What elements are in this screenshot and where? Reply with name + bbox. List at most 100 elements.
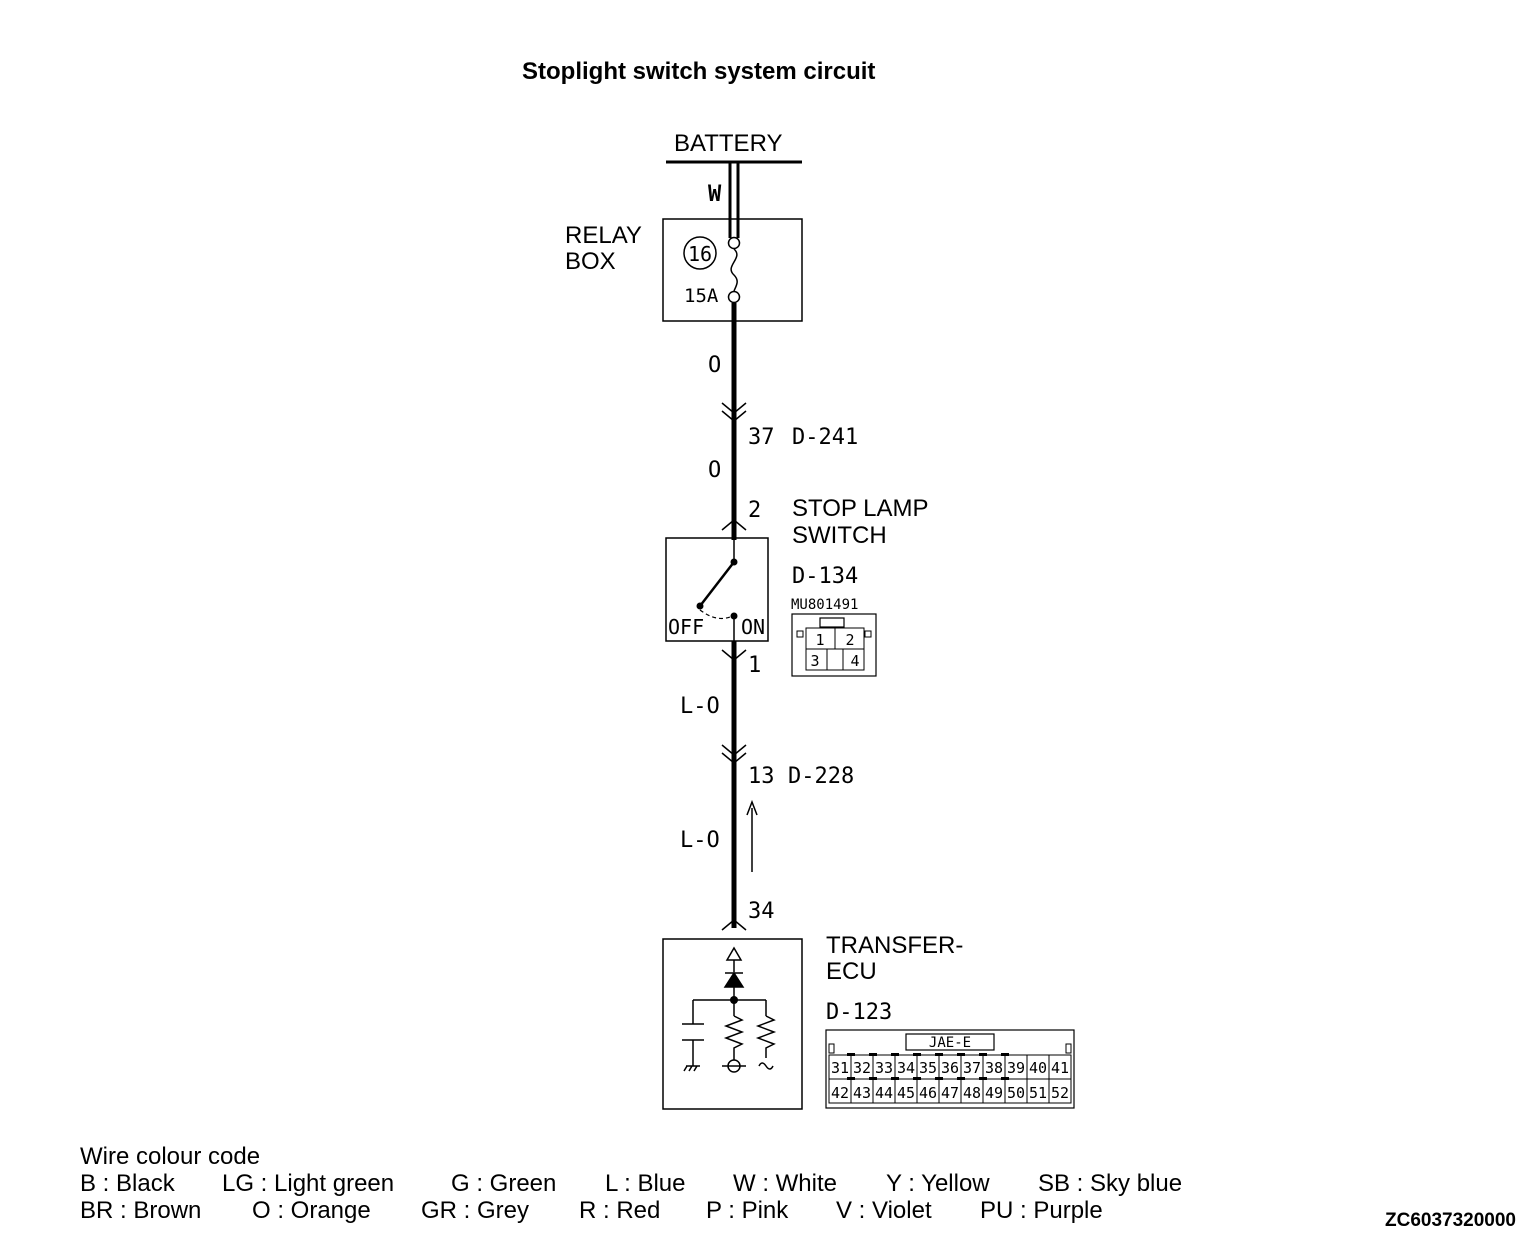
legend-entry: Y : Yellow	[886, 1170, 990, 1197]
legend-entry: GR : Grey	[421, 1197, 529, 1224]
transfer-ecu-box	[662, 938, 803, 1110]
ecu-pin-key	[957, 1053, 965, 1056]
legend-entry: G : Green	[451, 1170, 556, 1197]
connector-d241-pin: 37	[748, 425, 775, 450]
switch-part-number: MU801491	[791, 597, 858, 613]
switch-pin-2: 2	[845, 631, 854, 649]
legend-entry: O : Orange	[252, 1197, 371, 1224]
switch-label-2: SWITCH	[792, 522, 887, 549]
legend-entry: R : Red	[579, 1197, 660, 1224]
ecu-pin-key	[935, 1077, 943, 1080]
ecu-pin-label: 52	[1051, 1084, 1069, 1102]
ecu-pin-label: 31	[831, 1059, 849, 1077]
switch-connector-face	[791, 613, 877, 677]
ecu-pin: 34	[748, 899, 775, 924]
switch-pin-3: 3	[810, 652, 819, 670]
ecu-pin-label: 34	[897, 1059, 915, 1077]
relay-box-label-2: BOX	[565, 248, 616, 275]
ecu-pin-label: 39	[1007, 1059, 1025, 1077]
ecu-pin-key	[869, 1077, 877, 1080]
ecu-pin-label: 50	[1007, 1084, 1025, 1102]
ecu-pin-keys	[847, 1053, 1009, 1080]
legend-entry: P : Pink	[706, 1197, 789, 1224]
legend-row1: B : Black LG : Light green G : Green L : Bl…	[80, 1170, 1182, 1197]
ecu-pin-label: 49	[985, 1084, 1003, 1102]
ecu-pin-label: 33	[875, 1059, 893, 1077]
ecu-pin-key	[935, 1053, 943, 1056]
ecu-pin-label: 32	[853, 1059, 871, 1077]
ecu-pin-key	[847, 1077, 855, 1080]
switch-connector-name: D-134	[792, 564, 858, 589]
ecu-pin-key	[847, 1053, 855, 1056]
legend-entry: BR : Brown	[80, 1197, 201, 1224]
battery-label: BATTERY	[674, 130, 782, 157]
legend-entry: V : Violet	[836, 1197, 932, 1224]
signal-direction-arrowhead	[746, 799, 758, 816]
ecu-pin-label: 35	[919, 1059, 937, 1077]
connector-d241-name: D-241	[792, 425, 858, 450]
ecu-pin-key	[979, 1053, 987, 1056]
ecu-pin-label: 37	[963, 1059, 981, 1077]
wire-color-o-1: O	[708, 353, 721, 378]
ecu-label-2: ECU	[826, 958, 877, 985]
ecu-pin-key	[913, 1053, 921, 1056]
ecu-connector-name: D-123	[826, 1000, 892, 1025]
switch-blade	[699, 561, 735, 607]
ecu-pin-label: 46	[919, 1084, 937, 1102]
switch-pin-out: 1	[748, 653, 761, 678]
figure-code: ZC6037320000	[1385, 1210, 1516, 1231]
switch-off-contact	[696, 602, 704, 610]
ecu-pin-label: 36	[941, 1059, 959, 1077]
ecu-pin-label: 48	[963, 1084, 981, 1102]
switch-pin-4: 4	[850, 652, 859, 670]
switch-pin-in-mark	[721, 519, 747, 531]
fuse-number: 16	[688, 242, 712, 266]
legend-entry: W : White	[733, 1170, 837, 1197]
ecu-junction-dot	[730, 996, 738, 1004]
fuse-terminal-top	[727, 236, 741, 250]
legend-heading: Wire colour code	[80, 1143, 260, 1170]
switch-off-label: OFF	[668, 615, 704, 639]
ecu-pin-label: 42	[831, 1084, 849, 1102]
legend-entry: B : Black	[80, 1170, 176, 1197]
ecu-pin-label: 40	[1029, 1059, 1047, 1077]
fuse-element	[730, 248, 738, 292]
ecu-pin-label: 41	[1051, 1059, 1069, 1077]
switch-travel-arc	[699, 609, 731, 620]
connector-d228-pin: 13	[748, 764, 775, 789]
switch-on-label: ON	[741, 615, 765, 639]
legend-row2: BR : Brown O : Orange GR : Grey R : Red P : …	[80, 1197, 1103, 1224]
ecu-pin-key	[913, 1077, 921, 1080]
legend-entry: LG : Light green	[222, 1170, 394, 1197]
wire-color-w: W	[708, 182, 722, 207]
legend-entry: L : Blue	[605, 1170, 686, 1197]
ecu-pin-label: 45	[897, 1084, 915, 1102]
ecu-pin-key	[957, 1077, 965, 1080]
ecu-pin-key	[979, 1077, 987, 1080]
wire-color-lo-1: L-O	[680, 694, 720, 719]
ecu-pin-label: 44	[875, 1084, 893, 1102]
diagram-title: Stoplight switch system circuit	[522, 58, 875, 85]
legend-entry: SB : Sky blue	[1038, 1170, 1182, 1197]
switch-label-1: STOP LAMP	[792, 495, 929, 522]
legend-entry: PU : Purple	[980, 1197, 1103, 1224]
stop-lamp-switch-box	[665, 537, 769, 642]
ecu-pin-key	[869, 1053, 877, 1056]
fuse-number-circle	[683, 236, 717, 270]
ecu-pin-key	[891, 1053, 899, 1056]
connector-d228-symbol	[721, 744, 747, 764]
fuse-rating: 15A	[684, 285, 719, 307]
ecu-pin-key	[891, 1077, 899, 1080]
connector-d241-symbol	[721, 402, 747, 422]
ecu-connector-type: JAE-E	[929, 1035, 971, 1051]
fuse-terminal-bottom	[727, 290, 741, 304]
relay-box-label-1: RELAY	[565, 222, 642, 249]
switch-pin-1: 1	[815, 631, 824, 649]
ecu-pin-key	[1001, 1077, 1009, 1080]
ecu-pin-key	[1001, 1053, 1009, 1056]
ecu-pin-label: 43	[853, 1084, 871, 1102]
ecu-pin-label: 51	[1029, 1084, 1047, 1102]
